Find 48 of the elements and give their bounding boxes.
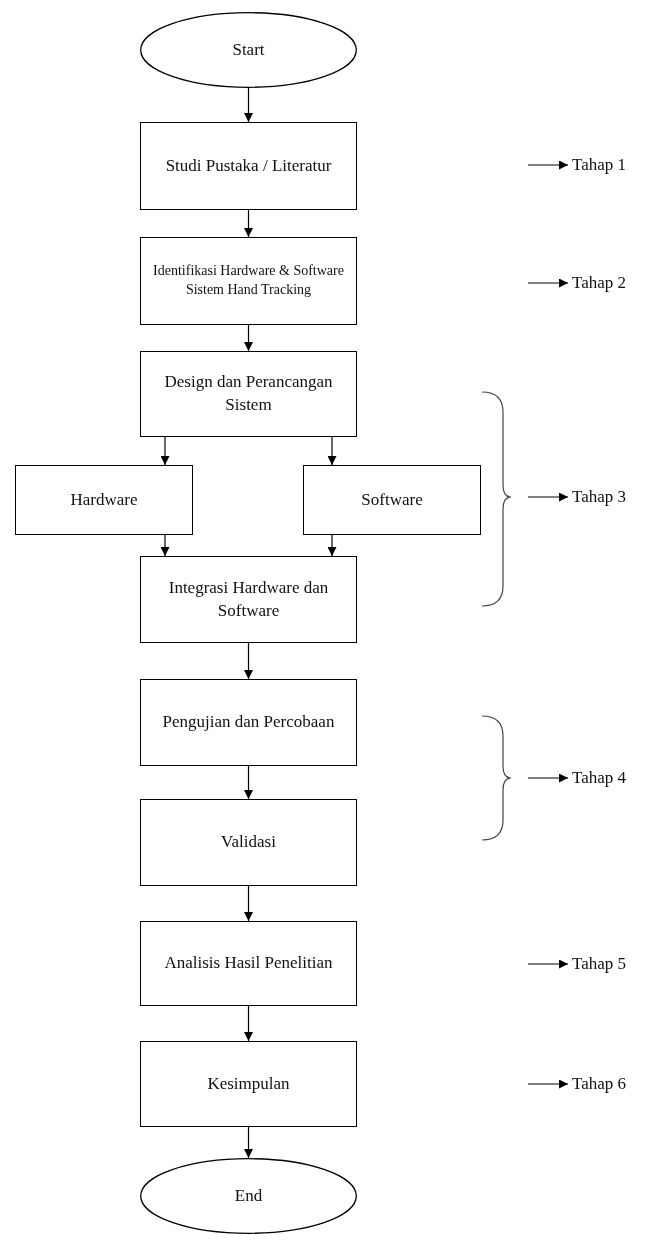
arrow xyxy=(244,209,253,238)
process-box xyxy=(140,351,357,437)
process-box xyxy=(140,799,357,886)
arrow xyxy=(244,87,253,123)
node-label: Design dan Perancangan Sistem xyxy=(163,371,334,416)
arrow xyxy=(527,492,569,502)
node-label: Integrasi Hardware dan Software xyxy=(167,576,330,622)
arrow xyxy=(244,765,253,800)
terminal-ellipse xyxy=(140,1158,357,1234)
stage-label: Tahap 6 xyxy=(572,1072,627,1095)
arrow xyxy=(244,885,253,922)
node-label: Analisis Hasil Penelitian xyxy=(164,952,333,975)
arrow xyxy=(244,1005,253,1042)
process-box xyxy=(140,1041,357,1127)
node-label: End xyxy=(234,1184,263,1207)
stage-label: Tahap 3 xyxy=(572,485,627,508)
process-box xyxy=(140,921,357,1006)
process-box xyxy=(15,465,193,535)
node-label: Software xyxy=(361,488,423,511)
arrow xyxy=(327,534,337,557)
arrow xyxy=(327,436,337,466)
arrow xyxy=(160,534,170,557)
arrow xyxy=(527,1079,569,1089)
node-label: Kesimpulan xyxy=(207,1072,290,1095)
node-label: Validasi xyxy=(221,831,276,854)
stage-label: Tahap 5 xyxy=(572,952,627,975)
node-label: Pengujian dan Percobaan xyxy=(162,711,335,734)
arrow xyxy=(527,773,569,783)
stage-label: Tahap 2 xyxy=(572,271,627,294)
node-label: Identifikasi Hardware & Software Sistem Hand Tracking xyxy=(152,262,345,299)
arrow xyxy=(527,278,569,288)
node-label: Hardware xyxy=(70,488,138,511)
stage-label: Tahap 1 xyxy=(572,153,627,176)
process-box xyxy=(303,465,481,535)
node-label: Start xyxy=(232,38,265,61)
process-box xyxy=(140,122,357,210)
arrow xyxy=(244,642,253,680)
arrow xyxy=(527,160,569,170)
arrow xyxy=(244,324,253,352)
process-box xyxy=(140,679,357,766)
arrow xyxy=(160,436,170,466)
process-box xyxy=(140,556,357,643)
stage-label: Tahap 4 xyxy=(572,766,627,789)
terminal-ellipse xyxy=(140,12,357,88)
arrow xyxy=(527,959,569,969)
node-label: Studi Pustaka / Literatur xyxy=(165,154,332,177)
arrow xyxy=(244,1126,253,1159)
process-box xyxy=(140,237,357,325)
